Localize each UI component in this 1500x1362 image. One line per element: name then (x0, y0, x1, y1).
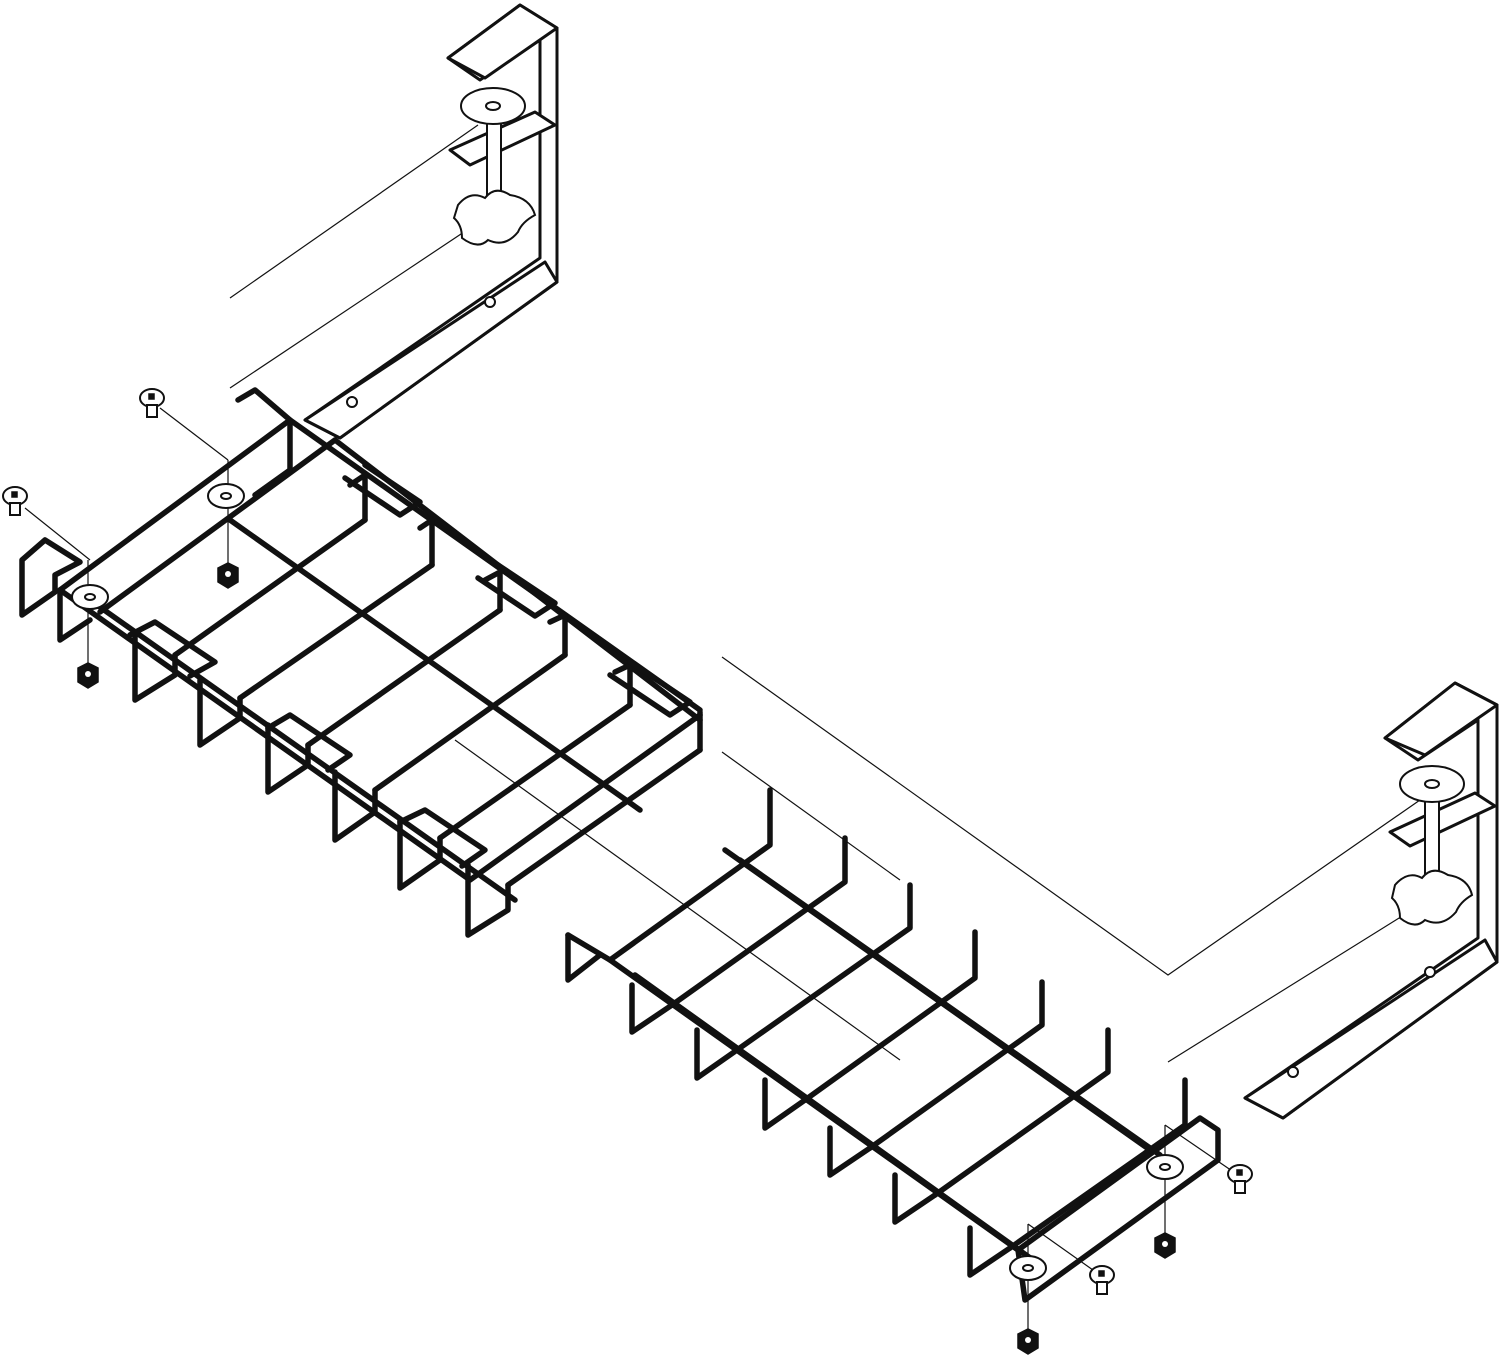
screw (1227, 1164, 1253, 1194)
clamp-plate (1388, 791, 1497, 848)
clamp-bracket-top (303, 3, 559, 440)
nut (1154, 1232, 1176, 1259)
star-knob-icon (452, 189, 537, 246)
wire-basket-right (565, 787, 1221, 1303)
nut (77, 662, 99, 689)
nut (1017, 1328, 1039, 1355)
assembly-guide-lines (24, 124, 1421, 1335)
wire-basket-left (19, 387, 703, 938)
bracket-upper-flange (446, 3, 559, 80)
screw (139, 388, 165, 418)
clamp-plate (448, 110, 557, 167)
star-knob-icon (1390, 869, 1474, 926)
screw (2, 486, 28, 516)
bracket-upper-flange (1383, 681, 1499, 757)
bracket-lower-arm (1243, 938, 1499, 1120)
screw (1089, 1265, 1115, 1295)
nut (217, 562, 239, 589)
bracket-lower-arm (303, 260, 559, 440)
clamp-bracket-right (1243, 681, 1499, 1120)
